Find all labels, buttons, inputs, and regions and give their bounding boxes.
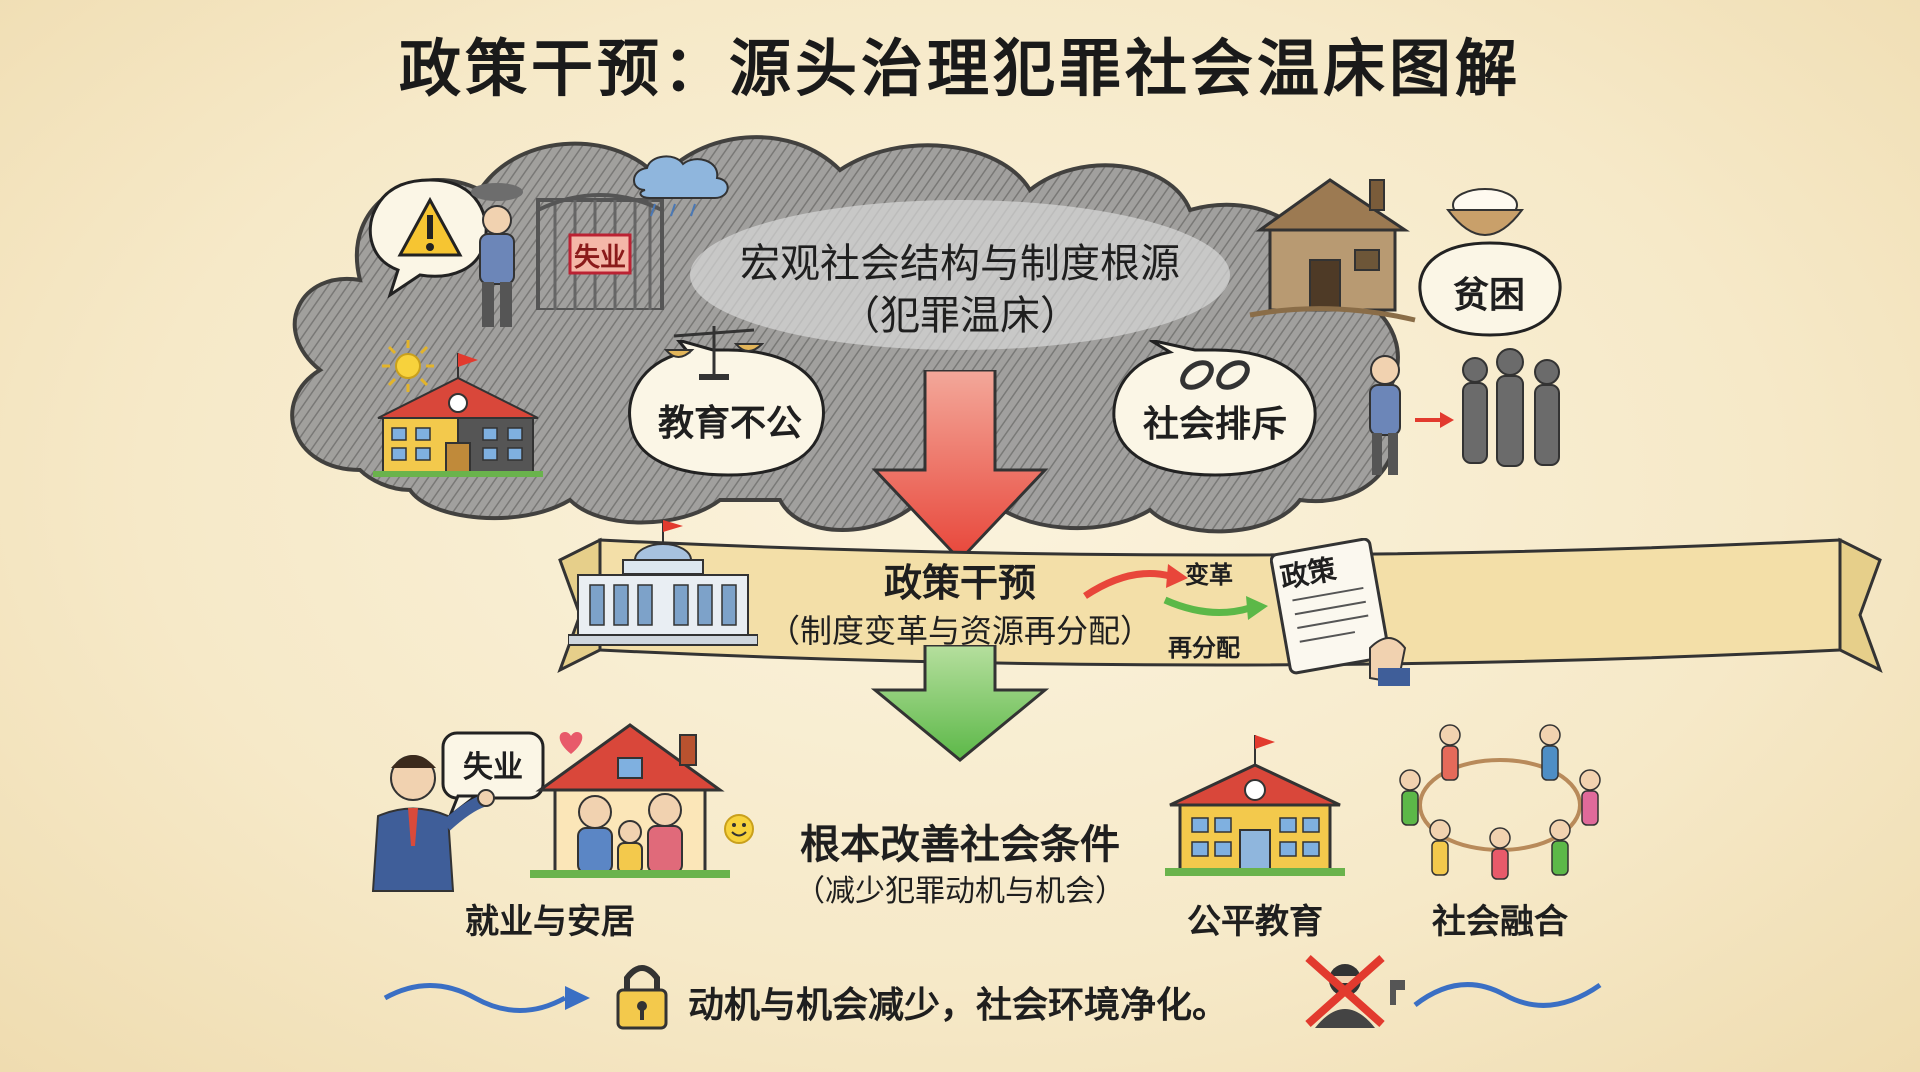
school-icon — [373, 353, 543, 477]
heart-icon — [559, 732, 583, 754]
rice-bowl-icon — [1446, 188, 1524, 236]
cloud-title: 宏观社会结构与制度根源 （犯罪温床） — [660, 238, 1260, 342]
lock-icon — [616, 965, 668, 1030]
green-arrow — [870, 645, 1050, 762]
warning-icon — [397, 196, 463, 257]
sun-icon — [382, 340, 434, 392]
page-title: 政策干预：源头治理犯罪社会温床图解 — [398, 32, 1521, 105]
people-circle — [1399, 724, 1601, 880]
bubble-exclusion-label: 社会排斥 — [1142, 404, 1287, 445]
bubble-poverty-label: 贫困 — [1452, 275, 1525, 316]
no-crime-icon — [1305, 955, 1405, 1028]
speech-bubble-label: 失业 — [463, 750, 523, 785]
policy-scroll-icon — [1270, 538, 1410, 686]
unemployment-sign-label: 失业 — [573, 243, 626, 273]
reform-arrow — [1083, 564, 1188, 599]
locked-gate — [536, 193, 664, 310]
rain-cloud-icon — [633, 155, 729, 217]
left-wave-arrow — [383, 983, 590, 1013]
excluded-group — [1369, 348, 1560, 475]
ribbon-line2: （制度变革与资源再分配） — [767, 612, 1152, 650]
caption-employment: 就业与安居 — [465, 902, 635, 942]
bottom-line2: （减少犯罪动机与机会） — [795, 874, 1125, 909]
redistribute-arrow-label: 再分配 — [1168, 634, 1240, 662]
ribbon-line1: 政策干预 — [883, 561, 1036, 605]
fair-school-icon — [1165, 735, 1345, 876]
reform-arrow-label: 变革 — [1185, 561, 1233, 589]
right-wave-arrow — [1413, 982, 1602, 1008]
broken-chain-icon — [1180, 360, 1250, 390]
red-arrow — [871, 370, 1049, 563]
cloud-title-line1: 宏观社会结构与制度根源 — [740, 241, 1180, 287]
education-bubble — [628, 340, 825, 477]
footer-text: 动机与机会减少，社会环境净化。 — [688, 985, 1229, 1026]
smiley-icon — [724, 814, 754, 844]
bubble-education-label: 教育不公 — [657, 403, 802, 444]
house-icon — [1249, 178, 1416, 323]
businessman — [371, 755, 495, 892]
scales-icon — [664, 326, 764, 380]
family-home-icon — [530, 723, 730, 878]
warning-bubble — [368, 178, 488, 299]
caption-education: 公平教育 — [1187, 902, 1323, 942]
policy-ribbon — [557, 537, 1883, 674]
exclusion-bubble — [1112, 340, 1317, 477]
government-building-icon — [568, 520, 758, 646]
poverty-bubble — [1418, 241, 1562, 337]
bottom-line1: 根本改善社会条件 — [800, 822, 1120, 868]
caption-integration: 社会融合 — [1432, 902, 1568, 942]
redistribute-arrow — [1163, 596, 1268, 620]
sad-person — [471, 183, 523, 327]
cloud-title-line2: （犯罪温床） — [840, 293, 1080, 339]
